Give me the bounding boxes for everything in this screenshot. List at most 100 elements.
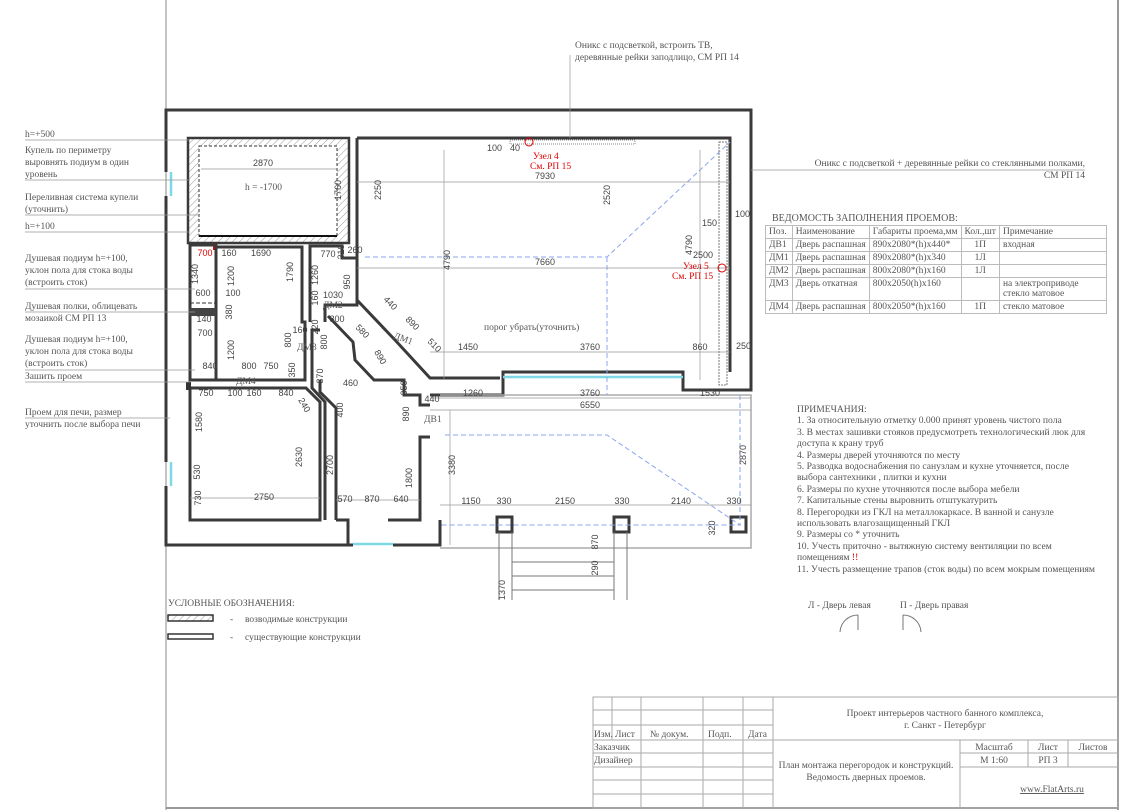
door-schedule-table: Поз. Наименование Габариты проема,мм Кол… xyxy=(765,225,1107,314)
dim-label: 3760 xyxy=(580,342,600,352)
col-name: Наименование xyxy=(791,225,870,239)
door-left-label: Л - Дверь левая xyxy=(808,601,871,611)
dim-label: 330 xyxy=(726,496,741,506)
note-item: 9. Размеры со * уточнить xyxy=(797,529,900,541)
callout-text: Зашить проем xyxy=(25,372,82,382)
cell: Дверь распашная xyxy=(791,238,870,252)
node4-ref: См. РП 15 xyxy=(530,162,571,172)
dim-label: 160 xyxy=(310,290,320,305)
cell: Дверь распашная xyxy=(791,264,870,278)
dim-label: 100 xyxy=(225,288,240,298)
dim-label: 800 xyxy=(329,314,344,324)
dim-label: 1690 xyxy=(251,248,271,258)
notes-title: ПРИМЕЧАНИЯ: xyxy=(797,404,867,415)
callout-text: мозаикой СМ РП 13 xyxy=(25,313,107,324)
callout-top-line2: деревянные рейки заподлицо, СМ РП 14 xyxy=(575,52,739,63)
legend-existing-label: существующие конструкции xyxy=(245,633,361,643)
door-left-icon xyxy=(839,614,859,633)
dim-label: 730 xyxy=(193,490,203,505)
dim-label: 2250 xyxy=(373,180,383,200)
cell: Дверь распашная xyxy=(791,300,870,314)
cell: 800x2050*(h)x160 xyxy=(868,300,962,314)
dim-label: 4790 xyxy=(442,250,452,270)
tb-header: № докум. xyxy=(650,730,689,740)
pool-level: h = -1700 xyxy=(245,183,282,193)
legend-title: УСЛОВНЫЕ ОБОЗНАЧЕНИЯ: xyxy=(168,599,295,609)
cell: 890x2080*(h)x340 xyxy=(868,251,962,265)
callout-text: (встроить сток) xyxy=(25,277,87,288)
note-item: 7. Капитальные стены выровнить отштукату… xyxy=(797,495,998,507)
tb-sheet-title: План монтажа перегородок и конструкций. xyxy=(779,760,954,771)
callout-text: h=+100 xyxy=(25,222,55,232)
dim-label: 1260 xyxy=(310,265,320,285)
dim-label: 260 xyxy=(347,245,362,255)
dim-label: 580 xyxy=(354,322,372,340)
callout-text: Проем для печи, размер xyxy=(25,408,122,418)
cell: входная xyxy=(998,238,1107,252)
cell xyxy=(998,251,1107,265)
cell: 1П xyxy=(960,300,1000,314)
dim-label: 3760 xyxy=(580,388,600,398)
dim-label: 100 xyxy=(227,388,242,398)
dim-label: 1260 xyxy=(463,388,483,398)
dim-label: 160 xyxy=(292,325,307,335)
dim-label: 250 xyxy=(736,341,751,351)
dim-label: 1580 xyxy=(194,412,204,432)
tb-role-designer: Дизайнер xyxy=(594,755,633,766)
dim-label: 840 xyxy=(202,361,217,371)
tb-sheet-label: Лист xyxy=(1038,743,1059,753)
dim-label: 1450 xyxy=(458,342,478,352)
dim-label: 400 xyxy=(335,402,345,417)
cell: ДВ1 xyxy=(765,238,793,252)
door-handedness-legend: Л - Дверь левая П - Дверь правая xyxy=(808,601,969,633)
callout-text: Душевая подиум h=+100, xyxy=(25,335,128,345)
dim-label: 1200 xyxy=(226,340,236,360)
node5-ref: См. РП 15 xyxy=(672,272,713,282)
dim-label: 640 xyxy=(393,494,408,504)
callout-text: уточнить после выбора печи xyxy=(25,419,140,430)
tb-sheet-subtitle: Ведомость дверных проемов. xyxy=(806,773,925,783)
dim-label: 440 xyxy=(424,394,439,404)
dim-label: 3380 xyxy=(447,455,457,475)
dim-label: 570 xyxy=(337,494,352,504)
callout-text: (уточнить) xyxy=(25,204,68,215)
door-dm2: ДМ2 xyxy=(323,301,343,311)
callout-text: Переливная система купели xyxy=(25,193,138,203)
exterior-walls xyxy=(164,108,753,547)
dim-label: 380 xyxy=(224,304,234,319)
door-right-icon xyxy=(902,614,922,633)
callout-text: уклон пола для стока воды xyxy=(25,266,133,276)
callout-text: h=+500 xyxy=(25,130,55,140)
dim-label: 460 xyxy=(343,378,358,388)
door-dm3: ДМ3 xyxy=(297,343,317,353)
dim-label: 350 xyxy=(399,380,409,395)
note-item: 8. Перегородки из ГКЛ на металлокаркасе.… xyxy=(797,506,1054,530)
dim-label: 800 xyxy=(241,361,256,371)
legend-new-label: возводимые конструкции xyxy=(245,615,347,625)
dim-label: 310 xyxy=(336,244,346,259)
dim-label: 1340 xyxy=(190,264,200,284)
dim-label: 2140 xyxy=(671,496,691,506)
dim-label: 2700 xyxy=(325,455,335,475)
dim-label: 160 xyxy=(246,388,261,398)
cell: 800x2050(h)x160 xyxy=(868,277,962,301)
note-item: 1. За относительную отметку 0.000 принят… xyxy=(797,415,1062,427)
dim-label: 530 xyxy=(192,464,202,479)
legend-new-swatch xyxy=(167,614,214,622)
callout-text: Душевая подиум h=+100, xyxy=(25,254,128,264)
col-pos: Поз. xyxy=(765,225,793,239)
tb-scale-label: Масштаб xyxy=(975,742,1013,753)
dim-label: 330 xyxy=(496,496,511,506)
dim-label: 700 xyxy=(197,328,212,338)
col-size: Габариты проема,мм xyxy=(868,225,962,239)
callout-text: (встроить сток) xyxy=(25,358,87,369)
callout-leaders xyxy=(25,139,200,419)
dim-label: 2870 xyxy=(253,158,273,168)
legend-existing-swatch xyxy=(167,633,214,640)
dim-label: 700 xyxy=(197,248,212,258)
interior-walls xyxy=(186,136,732,545)
note-item: 5. Разводка водоснабжения по санузлам и … xyxy=(797,461,1069,484)
